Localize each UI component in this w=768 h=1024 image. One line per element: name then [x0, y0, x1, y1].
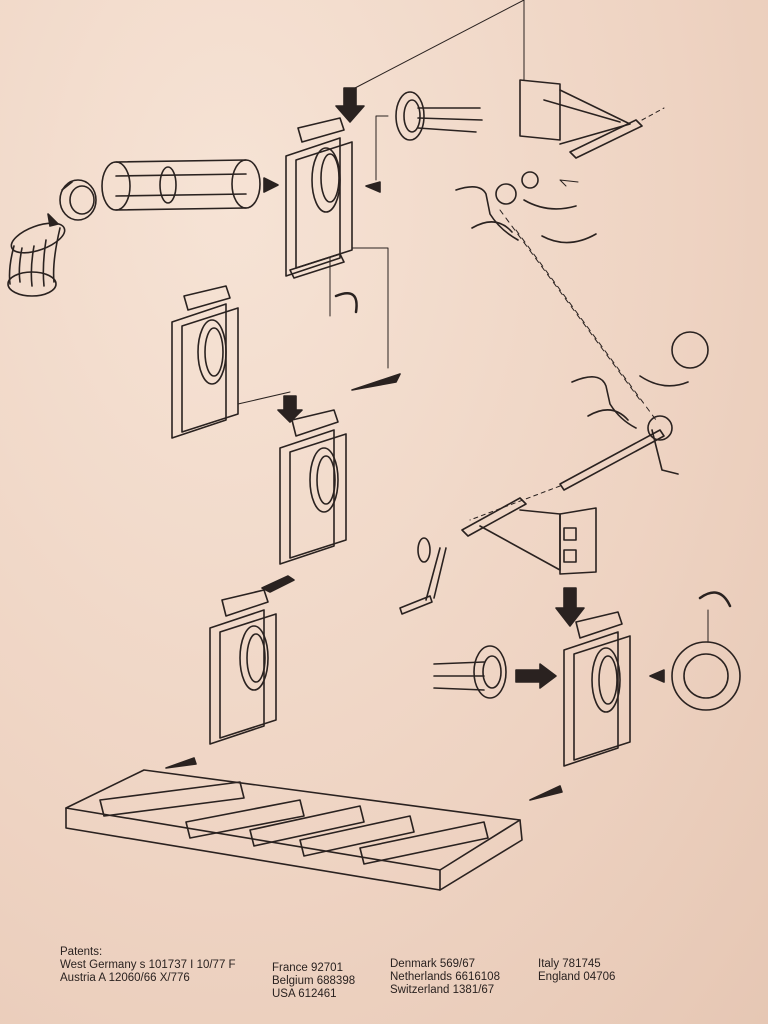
patent-entry: Switzerland 1381/67 [390, 984, 495, 996]
arrow-down-icon [277, 395, 303, 423]
support-stand-top [519, 79, 665, 159]
leader-line [354, 0, 525, 89]
arrow-icon [263, 177, 279, 193]
cage-pipe [101, 159, 261, 211]
patent-entry: Netherlands 6616108 [390, 971, 500, 983]
arrow-icon [365, 181, 381, 193]
crank-handle [399, 537, 447, 615]
patent-entry: Belgium 688398 [272, 975, 356, 987]
ring-with-pins-2 [433, 645, 507, 699]
frame-piece-1 [285, 117, 353, 279]
patents-col-4: Italy 781745 England 04706 [538, 958, 615, 984]
arrow-icon [351, 373, 401, 391]
arrow-icon [165, 757, 197, 769]
rotate-arrow-icon [698, 591, 732, 608]
patent-entry: Italy 781745 [538, 958, 601, 970]
ring-with-pins [375, 91, 483, 181]
patents-block: Patents: West Germany s 101737 I 10/77 F… [60, 946, 720, 1016]
arrow-down-icon [555, 587, 585, 627]
ball [671, 331, 709, 369]
arrow-icon [529, 785, 563, 801]
flat-ring [671, 641, 741, 711]
patents-heading: Patents: [60, 946, 103, 958]
patents-col-2: France 92701 Belgium 688398 USA 612461 [272, 962, 355, 1001]
base-platform [65, 769, 523, 891]
patents-col-3: Denmark 569/67 Netherlands 6616108 Switz… [390, 958, 500, 997]
fork-bracket-lower [571, 375, 689, 475]
frame-piece-5 [563, 611, 631, 767]
support-stand-bottom [461, 497, 597, 575]
pipe-ring [59, 179, 97, 221]
rod [559, 429, 665, 491]
arrow-icon [47, 213, 59, 227]
patent-entry: Denmark 569/67 [390, 958, 476, 970]
patent-entry: USA 612461 [272, 988, 337, 1000]
arrow-icon [261, 575, 295, 593]
elbow-pipe [7, 222, 66, 297]
frame-piece-2 [171, 285, 239, 439]
patent-entry: Austria A 12060/66 X/776 [60, 972, 190, 984]
arrow-left-icon [649, 669, 665, 683]
fork-bracket [455, 171, 597, 244]
frame-piece-4 [209, 589, 277, 745]
frame-piece-3 [279, 409, 347, 565]
arrow-down-icon [335, 87, 365, 123]
arrow-right-icon [515, 663, 557, 689]
patent-entry: England 04706 [538, 971, 616, 983]
patent-entry: France 92701 [272, 962, 343, 974]
patents-col-1: Patents: West Germany s 101737 I 10/77 F… [60, 946, 236, 985]
rotate-arrow-icon [334, 292, 358, 314]
patent-entry: West Germany s 101737 I 10/77 F [60, 959, 236, 971]
